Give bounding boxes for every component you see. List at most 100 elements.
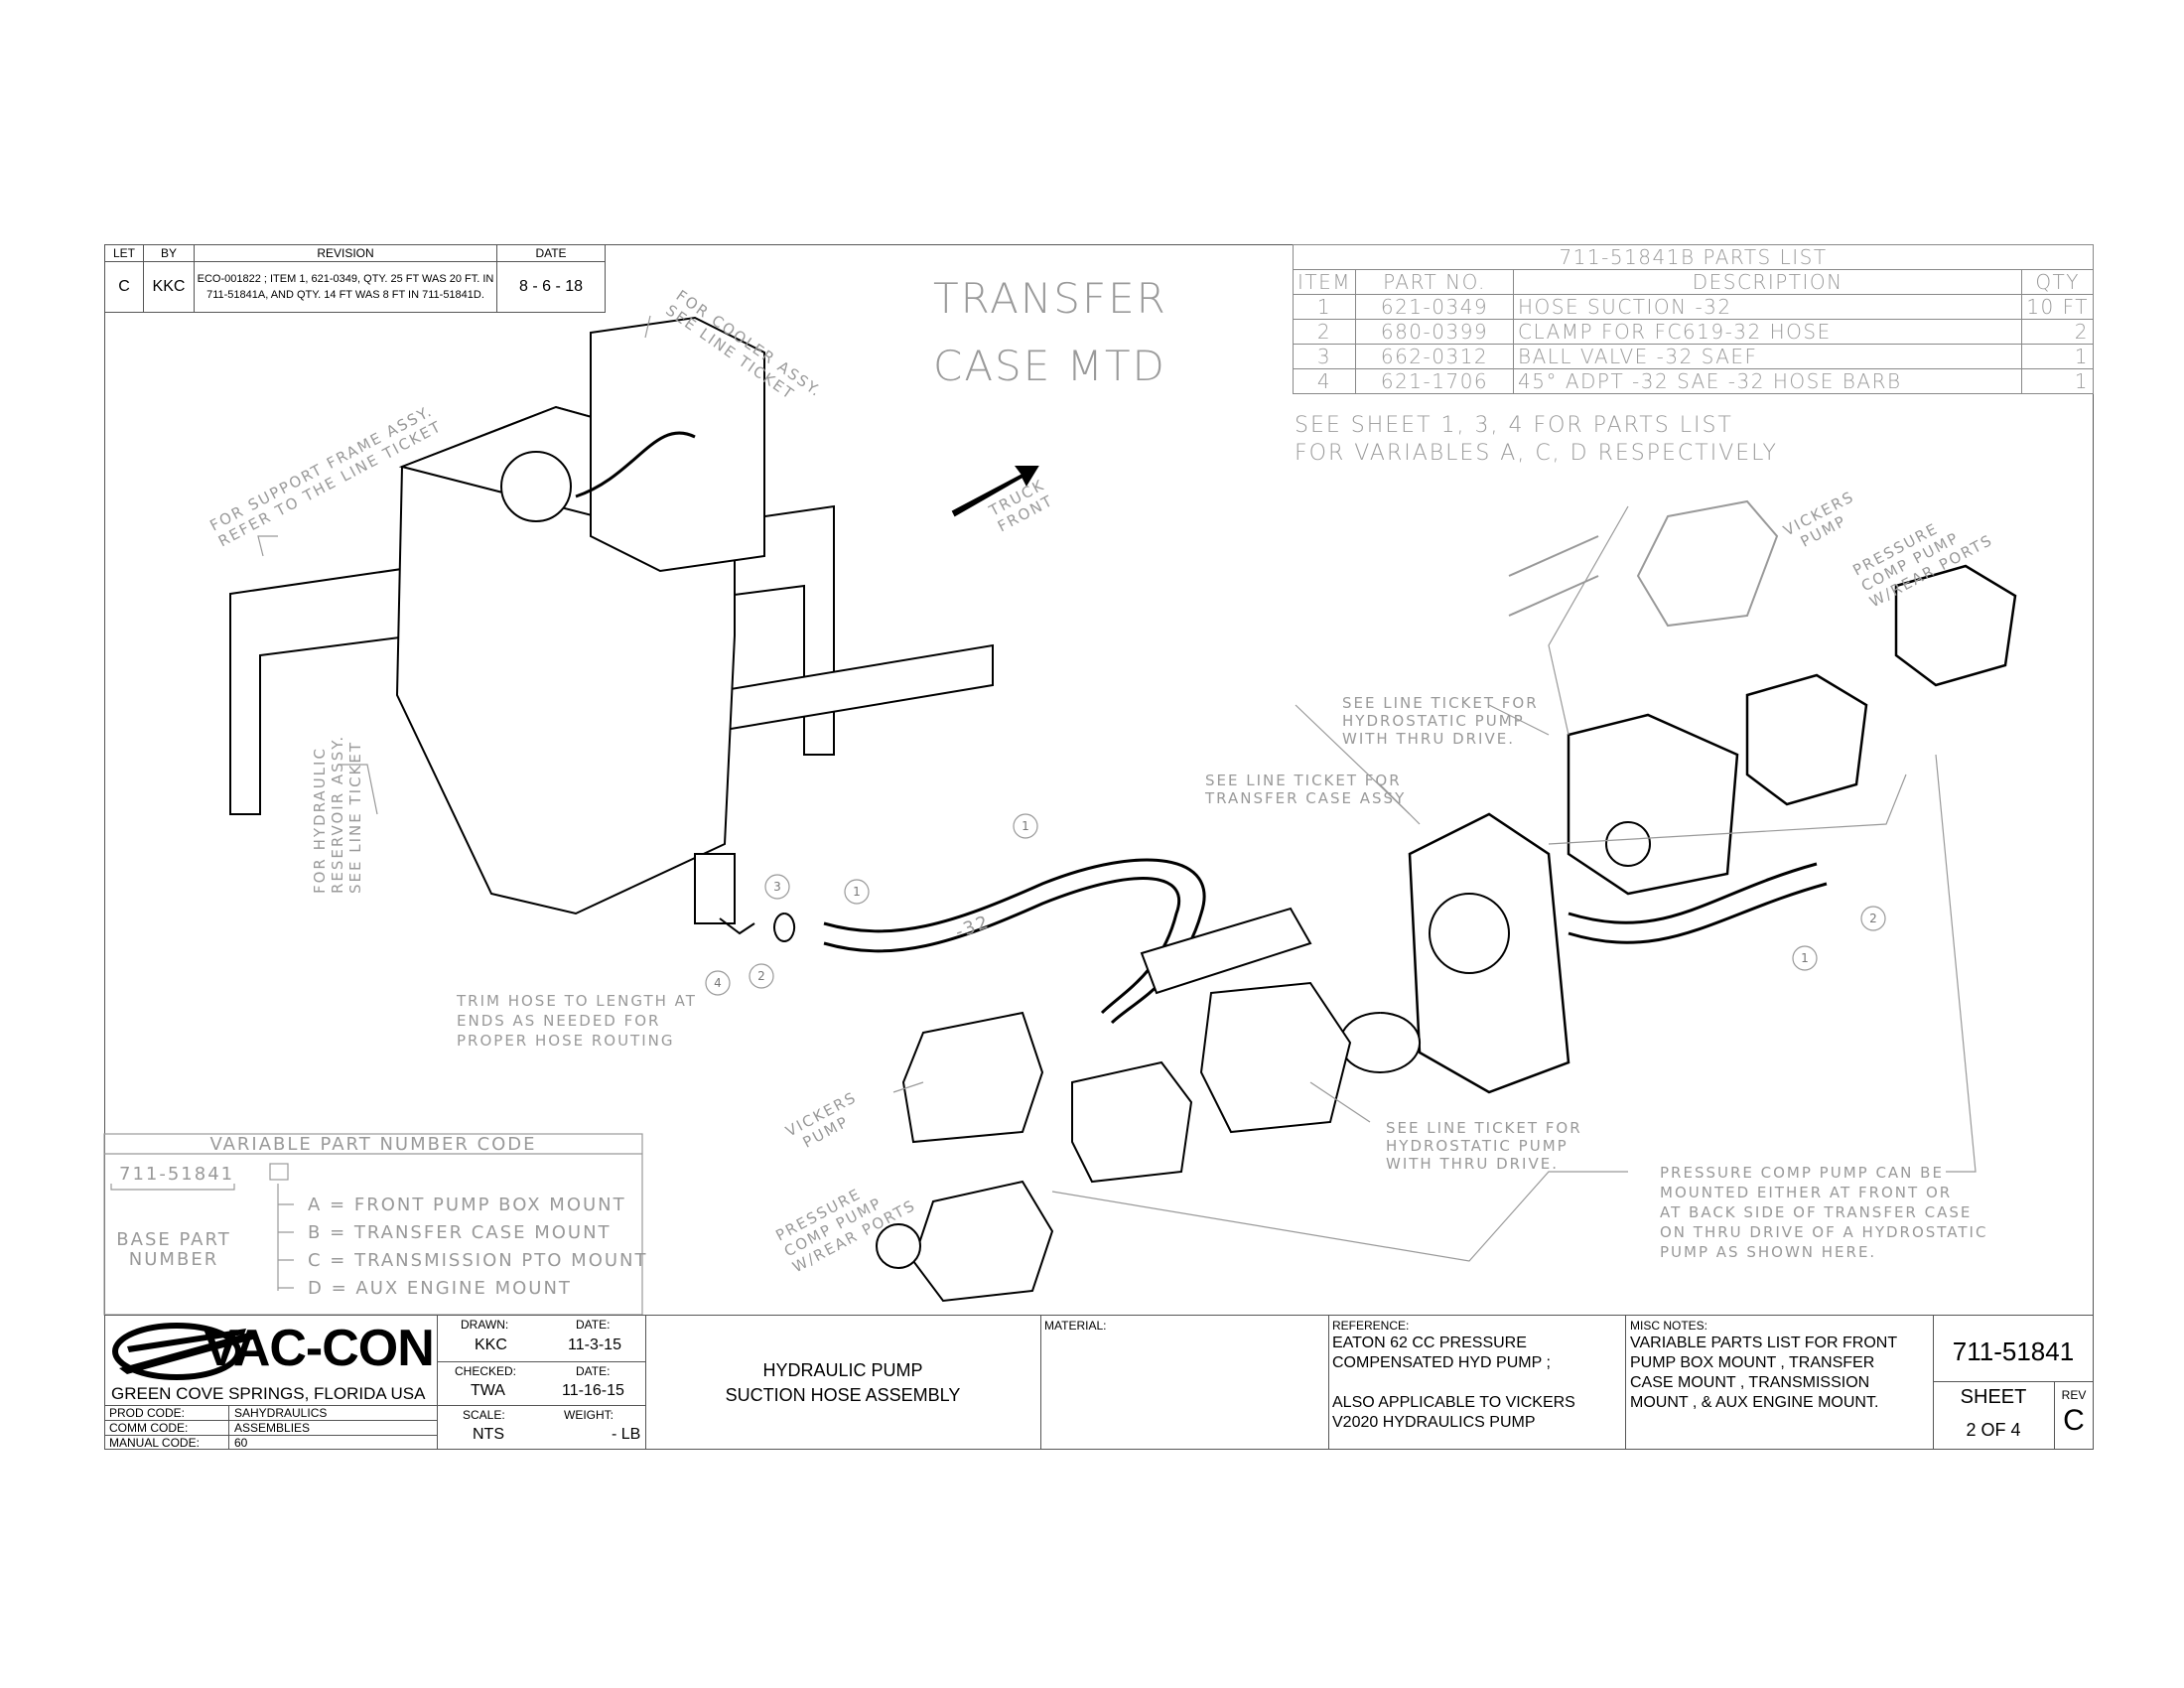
variable-option-d: D = AUX ENGINE MOUNT [308,1278,572,1299]
reference-label: REFERENCE: [1332,1319,1410,1333]
checked-by: TWA [471,1382,505,1399]
drawing-border [104,244,2094,1450]
truck-front-arrow [951,466,1039,517]
rev-header-by: BY [143,244,195,262]
comm-code-label: COMM CODE: [109,1421,189,1435]
reservoir-callout-line1: FOR HYDRAULIC [311,747,329,894]
rev-by: KKC [143,261,195,313]
heading-line1: TRANSFER [933,274,1167,323]
sheet-note-line1: SEE SHEET 1, 3, 4 FOR PARTS LIST [1295,413,1733,438]
material-label: MATERIAL: [1044,1319,1107,1333]
sheet-number: 2 OF 4 [1966,1420,2021,1440]
sheet-note-line2: FOR VARIABLES A, C, D RESPECTIVELY [1295,441,1778,466]
misc-line4: MOUNT , & AUX ENGINE MOUNT. [1630,1394,1879,1411]
balloon-1-right-label: 1 [1801,951,1809,965]
checked-date: 11-16-15 [562,1382,624,1399]
comm-code: ASSEMBLIES [234,1421,311,1435]
reference-line1: EATON 62 CC PRESSURE [1332,1335,1527,1351]
drawn-label: DRAWN: [461,1318,509,1332]
parts-header-item: ITEM [1292,269,1357,295]
trim-hose-line3: PROPER HOSE ROUTING [457,1032,674,1050]
checked-label: CHECKED: [455,1364,517,1378]
hydrostatic-pump-top [1567,713,1739,896]
pressure-note-line2: MOUNTED EITHER AT FRONT OR [1660,1184,1952,1201]
hydro-top-line1: SEE LINE TICKET FOR [1342,694,1539,712]
transfer-case-output [1429,893,1510,974]
trim-hose-line1: TRIM HOSE TO LENGTH AT [456,992,697,1010]
hydro-top-line3: WITH THRU DRIVE. [1342,730,1515,748]
misc-line2: PUMP BOX MOUNT , TRANSFER [1630,1354,1875,1371]
parts-header-description: DESCRIPTION [1513,269,2023,295]
hydro-bottom-line1: SEE LINE TICKET FOR [1386,1119,1582,1137]
heading-line2: CASE MTD [933,342,1166,390]
balloon-2-right [1860,906,1886,931]
balloon-2-left-label: 2 [757,969,765,983]
drive-flange [1339,1012,1422,1073]
clamp [773,913,796,942]
parts-item: 1 [1292,294,1357,320]
drawing-title-line2: SUCTION HOSE ASSEMBLY [725,1385,961,1405]
parts-qty: 1 [2021,368,2094,394]
transfer-case-line1: SEE LINE TICKET FOR [1205,772,1402,789]
balloon-2-right-label: 2 [1869,912,1877,925]
balloon-1-top [1013,813,1038,839]
parts-description: BALL VALVE -32 SAEF [1513,344,2023,369]
parts-list-title: 711-51841B PARTS LIST [1293,244,2094,270]
base-label-line2: NUMBER [129,1249,218,1270]
rev-letter: C [2063,1404,2085,1437]
pressure-comp-pump-top [1894,564,2017,687]
parts-description: HOSE SUCTION -32 [1513,294,2023,320]
drawing-number: 711-51841 [1952,1336,2075,1366]
balloon-1-left-label: 1 [853,885,861,899]
vickers-hose-top [1508,535,1599,577]
hydro-bottom-line2: HYDROSTATIC PUMP [1386,1137,1569,1155]
cooler-hose [575,431,696,498]
drawn-by: KKC [475,1336,507,1353]
variable-option-c: C = TRANSMISSION PTO MOUNT [308,1250,648,1271]
parts-part-no: 621-1706 [1355,368,1515,394]
pressure-note-line5: PUMP AS SHOWN HERE. [1660,1243,1876,1261]
prod-code: SAHYDRAULICS [234,1406,328,1420]
reference-line3: ALSO APPLICABLE TO VICKERS [1332,1394,1575,1411]
pressure-comp-pump-lower [1071,1060,1193,1184]
pressure-note-line3: AT BACK SIDE OF TRANSFER CASE [1660,1203,1972,1221]
balloon-4-label: 4 [714,976,722,990]
manual-code-label: MANUAL CODE: [109,1436,200,1450]
balloon-2-left [749,963,774,989]
variable-option-a: A = FRONT PUMP BOX MOUNT [308,1195,626,1215]
parts-qty: 2 [2021,319,2094,345]
reference-line2: COMPENSATED HYD PUMP ; [1332,1354,1551,1371]
pressure-comp-pump-middle [1745,673,1868,806]
pressure-comp-pump-bottom [911,1180,1054,1303]
pressure-note-line4: ON THRU DRIVE OF A HYDROSTATIC [1660,1223,1987,1241]
hose-barb [719,917,755,935]
filter-cylinder [1140,907,1312,995]
variable-option-b: B = TRANSFER CASE MOUNT [308,1222,612,1243]
pressure-note-line1: PRESSURE COMP PUMP CAN BE [1660,1164,1944,1182]
variable-code-title: VARIABLE PART NUMBER CODE [209,1134,536,1155]
scale: NTS [473,1426,504,1443]
reservoir-callout-line2: RESERVOIR ASSY. [329,735,346,894]
balloon-4 [705,970,731,996]
variable-code-base: 711-51841 [119,1164,234,1185]
weight: - LB [612,1426,641,1443]
reservoir-callout-line3: SEE LINE TICKET [346,741,364,894]
misc-line3: CASE MOUNT , TRANSMISSION [1630,1374,1870,1391]
misc-notes-label: MISC NOTES: [1630,1319,1708,1333]
prod-code-label: PROD CODE: [109,1406,186,1420]
parts-list-table: 711-51841B PARTS LIST ITEM PART NO. DESC… [1292,244,2094,394]
company-name: VAC-CON [204,1320,435,1377]
suction-hose-left [823,858,1206,1025]
parts-header-part: PART NO. [1355,269,1515,295]
parts-header-qty: QTY [2021,269,2094,295]
trim-hose-line2: ENDS AS NEEDED FOR [457,1012,660,1030]
checked-date-label: DATE: [576,1364,611,1378]
revision-table: LET BY REVISION DATE C KKC ECO-001822 ; … [104,244,606,313]
rev-let: C [104,261,144,313]
drawn-date-label: DATE: [576,1318,611,1332]
ball-valve [694,853,736,924]
manual-code: 60 [234,1436,248,1450]
hydro-bottom-line3: WITH THRU DRIVE. [1386,1155,1559,1173]
misc-line1: VARIABLE PARTS LIST FOR FRONT [1630,1335,1898,1351]
